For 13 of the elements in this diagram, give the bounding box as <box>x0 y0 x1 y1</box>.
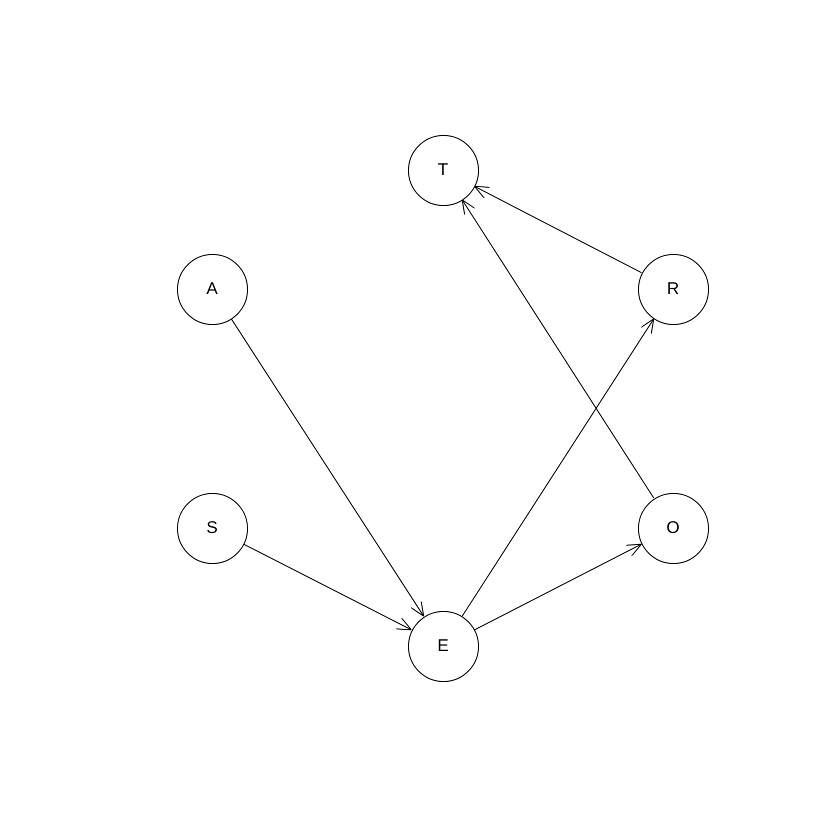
arrow <box>462 318 654 617</box>
node-label: O <box>666 518 680 538</box>
node-circle <box>408 610 478 682</box>
node-label: A <box>206 279 218 299</box>
node-label: T <box>438 160 448 180</box>
node-label: R <box>666 279 680 299</box>
arrow <box>243 544 412 630</box>
node-label: E <box>437 636 449 656</box>
arrow <box>474 544 642 630</box>
node-label: S <box>206 518 218 538</box>
arrow <box>462 199 654 499</box>
arrow <box>230 318 424 617</box>
arrow <box>474 186 642 274</box>
